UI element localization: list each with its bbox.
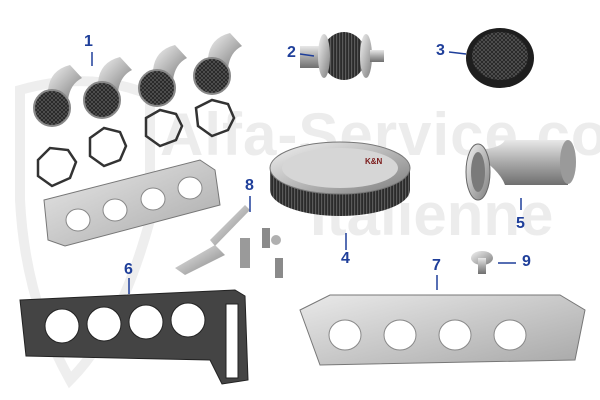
callout-6: 6	[124, 261, 133, 278]
breather-filter	[300, 32, 384, 80]
velocity-stack	[465, 140, 576, 201]
callout-3: 3	[436, 42, 445, 59]
mesh-screen	[466, 28, 534, 88]
leader-lines	[91, 51, 522, 294]
callout-4: 4	[341, 250, 350, 267]
oval-air-filter: K&N	[269, 141, 411, 216]
head-gasket	[19, 289, 249, 385]
callout-7: 7	[432, 257, 441, 274]
intake-trumpets	[33, 33, 242, 127]
callout-2: 2	[287, 44, 296, 61]
callout-5: 5	[516, 215, 525, 232]
manifold-plate	[299, 294, 586, 366]
filter-logo: K&N	[365, 157, 383, 166]
mounting-plate-upper	[43, 159, 221, 247]
callout-8: 8	[245, 177, 254, 194]
callout-1: 1	[84, 33, 93, 50]
screw	[471, 251, 493, 274]
callout-9: 9	[522, 253, 531, 270]
trumpet-gaskets	[36, 98, 236, 188]
linkage-parts	[175, 205, 283, 278]
